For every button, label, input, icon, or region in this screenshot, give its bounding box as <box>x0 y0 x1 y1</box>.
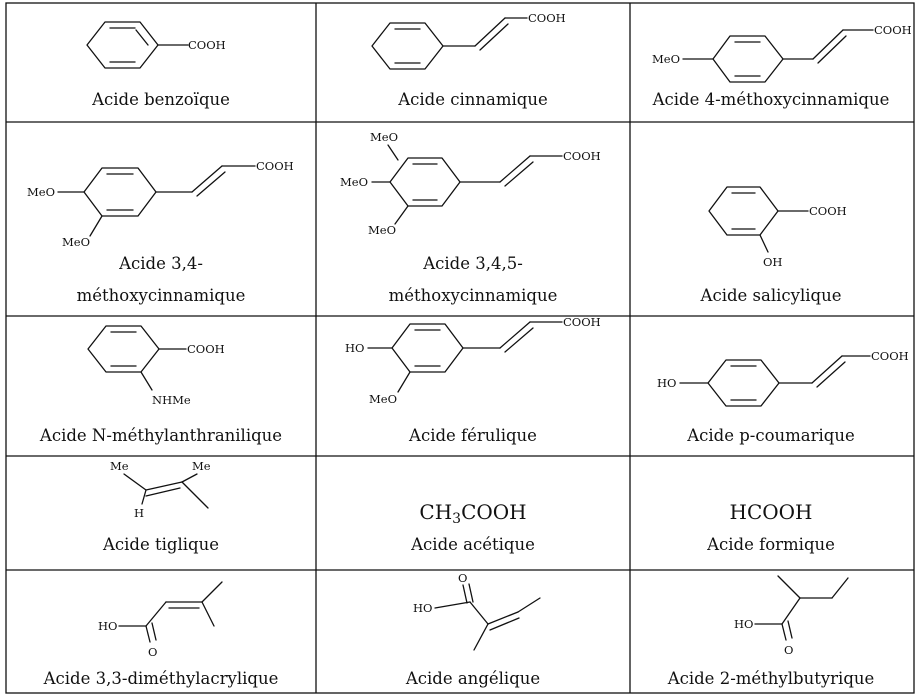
structure-angelic-acid: O HO <box>413 571 541 651</box>
formula: CH3COOH <box>419 500 526 527</box>
group-label: NHMe <box>152 393 191 407</box>
structure-n-methylanthranilic-acid: COOH NHMe <box>87 325 225 407</box>
compound-name: Acide férulique <box>408 426 537 445</box>
group-label: MeO <box>369 392 397 406</box>
group-label: H <box>134 506 144 520</box>
structure-3-4-methoxycinnamic-acid: MeO MeO COOH <box>27 159 294 249</box>
group-label: COOH <box>871 349 909 363</box>
compound-name: Acide 3,3-diméthylacrylique <box>43 669 279 688</box>
group-label: HO <box>413 601 432 615</box>
compound-name: Acide cinnamique <box>397 90 548 109</box>
compound-name: Acide N-méthylanthranilique <box>39 426 282 445</box>
group-label: COOH <box>188 38 226 52</box>
group-label: COOH <box>874 23 912 37</box>
group-label: HO <box>734 617 753 631</box>
group-label: Me <box>192 459 211 473</box>
group-label: MeO <box>27 185 55 199</box>
table-grid <box>5 2 915 694</box>
structure-p-coumaric-acid: HO COOH <box>657 349 909 407</box>
group-label: MeO <box>652 52 680 66</box>
group-label: MeO <box>368 223 396 237</box>
group-label: COOH <box>809 204 847 218</box>
group-label: HO <box>98 619 117 633</box>
compound-name: Acide 4-méthoxycinnamique <box>652 90 890 109</box>
group-label: O <box>458 571 467 585</box>
group-label: COOH <box>563 149 601 163</box>
compound-name: Acide formique <box>706 535 835 554</box>
structure-benzoic-acid: COOH <box>86 21 226 69</box>
group-label: COOH <box>256 159 294 173</box>
compound-name-line2: méthoxycinnamique <box>389 286 558 305</box>
compound-name-line1: Acide 3,4- <box>118 254 203 273</box>
structure-3-3-dimethylacrylic-acid: HO O <box>98 581 223 659</box>
compound-name: Acide 2-méthylbutyrique <box>667 669 875 688</box>
compound-name: Acide acétique <box>410 535 535 554</box>
compound-name: Acide angélique <box>405 669 540 688</box>
group-label: HO <box>657 376 676 390</box>
group-label: O <box>784 643 793 657</box>
structure-tiglic-acid: Me Me H <box>110 459 211 520</box>
compound-name: Acide salicylique <box>700 286 842 305</box>
group-label: HO <box>345 341 364 355</box>
formula: HCOOH <box>730 500 813 524</box>
structure-ferulic-acid: HO MeO COOH <box>345 315 601 406</box>
structure-cinnamic-acid: COOH <box>371 11 566 70</box>
group-label: COOH <box>563 315 601 329</box>
compound-name-line1: Acide 3,4,5- <box>422 254 523 273</box>
group-label: MeO <box>62 235 90 249</box>
group-label: OH <box>763 255 782 269</box>
compound-name: Acide p-coumarique <box>686 426 855 445</box>
group-label: COOH <box>187 342 225 356</box>
group-label: Me <box>110 459 129 473</box>
structure-3-4-5-methoxycinnamic-acid: MeO MeO MeO COOH <box>340 130 601 237</box>
structure-2-methylbutyric-acid: HO O <box>734 575 849 657</box>
group-label: COOH <box>528 11 566 25</box>
compound-name: Acide tiglique <box>102 535 219 554</box>
compound-name-line2: méthoxycinnamique <box>77 286 246 305</box>
structure-salicylic-acid: COOH OH <box>708 186 847 269</box>
group-label: MeO <box>370 130 398 144</box>
compound-name: Acide benzoïque <box>91 90 230 109</box>
group-label: MeO <box>340 175 368 189</box>
structure-4-methoxycinnamic-acid: MeO COOH <box>652 23 912 83</box>
group-label: O <box>148 645 157 659</box>
